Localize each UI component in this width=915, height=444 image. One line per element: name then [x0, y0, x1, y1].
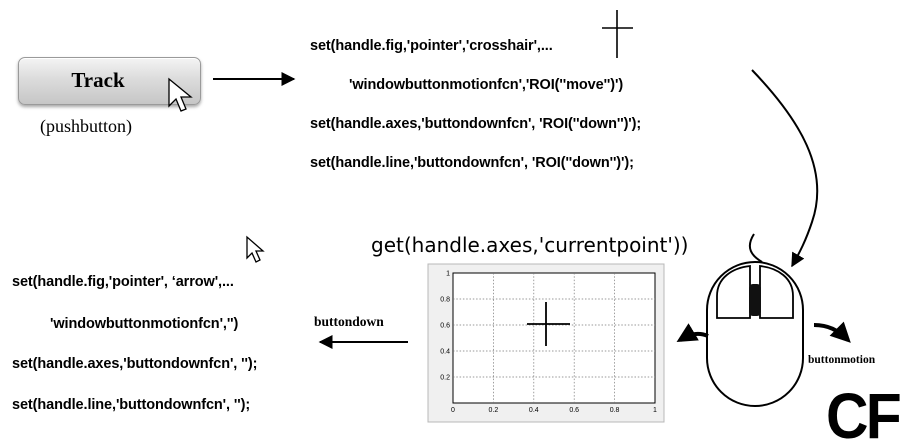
buttonmotion-label: buttonmotion: [808, 354, 876, 366]
crosshair-icon: [602, 10, 633, 58]
x-tick-label: 0.6: [569, 407, 579, 414]
currentpoint-plot: 0 0.2 0.4 0.6 0.8 1 0.2 0.4 0.6 0.8 1: [427, 263, 665, 423]
code-bottom-line-3: set(handle.axes,'buttondownfcn', '');: [12, 356, 258, 372]
arrow-cursor-small-icon: [246, 235, 265, 263]
x-tick-label: 0: [451, 407, 455, 414]
track-button-label: Track: [71, 68, 125, 92]
plot-axes-area: [452, 272, 656, 404]
plot-grid: [453, 273, 655, 403]
code-top-line-1: set(handle.fig,'pointer','crosshair',...: [310, 38, 553, 54]
pushbutton-caption: (pushbutton): [40, 116, 132, 136]
arrow-cursor-icon: [168, 77, 193, 112]
cf-logo: CF: [826, 380, 902, 444]
arrow-mouse-right: [813, 321, 851, 343]
plot-ticks: 0 0.2 0.4 0.6 0.8 1 0.2 0.4 0.6 0.8 1: [440, 271, 657, 415]
arrow-mouse-left: [676, 323, 709, 343]
x-tick-label: 0.2: [489, 407, 499, 414]
x-tick-label: 0.4: [529, 407, 539, 414]
x-tick-label: 1: [653, 407, 657, 414]
y-tick-label: 0.4: [440, 349, 450, 356]
code-top-line-2: 'windowbuttonmotionfcn','ROI(''move'')'): [349, 77, 624, 93]
code-bottom-line-2: 'windowbuttonmotionfcn',''): [50, 316, 239, 332]
code-top-line-3: set(handle.axes,'buttondownfcn', 'ROI(''…: [310, 116, 642, 132]
code-bottom-line-1: set(handle.fig,'pointer', ‘arrow',...: [12, 274, 234, 290]
left-mouse-button: [716, 264, 751, 319]
scroll-wheel: [749, 284, 761, 316]
x-tick-label: 0.8: [610, 407, 620, 414]
mouse-icon: [706, 233, 804, 407]
code-bottom-line-4: set(handle.line,'buttondownfcn', '');: [12, 397, 251, 413]
curve-arrow-to-mouse: [751, 69, 819, 268]
y-tick-label: 0.6: [440, 323, 450, 330]
currentpoint-heading: get(handle.axes,'currentpoint')): [371, 233, 689, 257]
y-tick-label: 1: [446, 271, 450, 278]
y-tick-label: 0.8: [440, 297, 450, 304]
plot-crosshair-icon: [527, 302, 570, 346]
right-mouse-button: [759, 264, 794, 319]
buttondown-label: buttondown: [314, 314, 384, 329]
y-tick-label: 0.2: [440, 375, 450, 382]
code-top-line-4: set(handle.line,'buttondownfcn', 'ROI(''…: [310, 155, 634, 171]
